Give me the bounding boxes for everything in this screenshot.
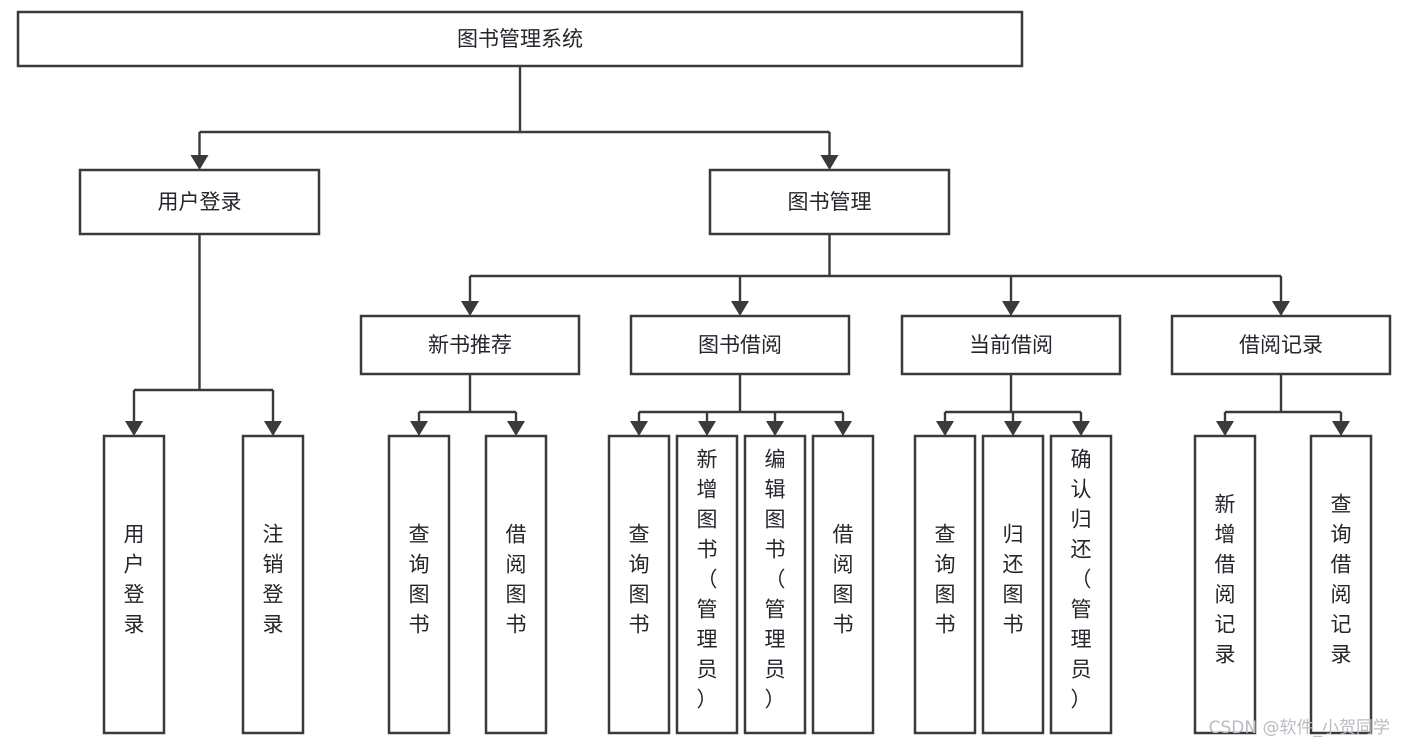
arrow-icon-confirm-return-admin <box>1072 421 1090 436</box>
node-user-login-action[interactable]: 用户登录 <box>102 434 166 735</box>
arrow-icon-return-book <box>1004 421 1022 436</box>
arrow-icon-borrow-book-recommend <box>507 421 525 436</box>
node-box-borrow-book-recommend[interactable] <box>484 434 548 735</box>
node-label-book-borrow: 图书借阅 <box>698 333 782 357</box>
arrow-icon-new-book-recommend <box>461 301 479 316</box>
node-add-borrow-record[interactable]: 新增借阅记录 <box>1193 434 1257 735</box>
node-box-book-management[interactable] <box>708 168 951 236</box>
node-label-borrow-book-action: 借阅图书 <box>833 523 854 637</box>
node-user-logout-action[interactable]: 注销登录 <box>241 434 305 735</box>
node-box-add-borrow-record[interactable] <box>1193 434 1257 735</box>
arrow-icon-user-logout-action <box>264 421 282 436</box>
connector-layer <box>125 66 1350 436</box>
arrow-icon-current-borrow <box>1002 301 1020 316</box>
node-edit-book-admin[interactable]: 编辑图书（管理员） <box>743 434 807 735</box>
node-box-query-book-recommend[interactable] <box>387 434 451 735</box>
node-label-new-book-recommend: 新书推荐 <box>428 333 512 357</box>
node-label-user-login: 用户登录 <box>158 190 242 214</box>
arrow-icon-edit-book-admin <box>766 421 784 436</box>
arrow-icon-borrow-book-action <box>834 421 852 436</box>
csdn-watermark: CSDN @软件_小贺同学 <box>1209 718 1390 738</box>
node-box-borrow-records[interactable] <box>1170 314 1392 376</box>
node-box-new-book-recommend[interactable] <box>359 314 581 376</box>
arrow-icon-add-borrow-record <box>1216 421 1234 436</box>
node-box-edit-book-admin[interactable] <box>743 434 807 735</box>
arrow-icon-query-book-borrow <box>630 421 648 436</box>
node-box-user-login[interactable] <box>78 168 321 236</box>
node-label-borrow-book-recommend: 借阅图书 <box>506 523 527 637</box>
node-box-book-borrow[interactable] <box>629 314 851 376</box>
node-return-book[interactable]: 归还图书 <box>981 434 1045 735</box>
node-add-book-admin[interactable]: 新增图书（管理员） <box>675 434 739 735</box>
node-borrow-records[interactable]: 借阅记录 <box>1170 314 1392 376</box>
node-box-current-borrow[interactable] <box>900 314 1122 376</box>
node-label-current-borrow: 当前借阅 <box>969 333 1053 357</box>
node-box-confirm-return-admin[interactable] <box>1049 434 1113 735</box>
node-box-borrow-book-action[interactable] <box>811 434 875 735</box>
node-label-query-borrow-record: 查询借阅记录 <box>1331 493 1352 667</box>
node-layer: 图书管理系统用户登录用户登录注销登录图书管理新书推荐查询图书借阅图书图书借阅查询… <box>16 10 1392 735</box>
node-borrow-book-recommend[interactable]: 借阅图书 <box>484 434 548 735</box>
node-label-root: 图书管理系统 <box>457 27 583 51</box>
node-label-return-book: 归还图书 <box>1003 523 1024 637</box>
node-book-borrow[interactable]: 图书借阅 <box>629 314 851 376</box>
node-label-query-book-current: 查询图书 <box>935 523 956 637</box>
node-borrow-book-action[interactable]: 借阅图书 <box>811 434 875 735</box>
node-label-add-book-admin: 新增图书（管理员） <box>697 448 718 712</box>
node-box-query-book-borrow[interactable] <box>607 434 671 735</box>
arrow-icon-user-login-action <box>125 421 143 436</box>
node-user-login[interactable]: 用户登录 <box>78 168 321 236</box>
node-label-book-management: 图书管理 <box>788 190 872 214</box>
node-root[interactable]: 图书管理系统 <box>16 10 1024 68</box>
node-box-add-book-admin[interactable] <box>675 434 739 735</box>
arrow-icon-book-borrow <box>731 301 749 316</box>
arrow-icon-query-book-recommend <box>410 421 428 436</box>
node-confirm-return-admin[interactable]: 确认归还（管理员） <box>1049 434 1113 735</box>
node-box-root[interactable] <box>16 10 1024 68</box>
node-label-confirm-return-admin: 确认归还（管理员） <box>1071 448 1092 712</box>
arrow-icon-borrow-records <box>1272 301 1290 316</box>
node-new-book-recommend[interactable]: 新书推荐 <box>359 314 581 376</box>
node-book-management[interactable]: 图书管理 <box>708 168 951 236</box>
node-label-query-book-borrow: 查询图书 <box>629 523 650 637</box>
arrow-icon-add-book-admin <box>698 421 716 436</box>
node-label-borrow-records: 借阅记录 <box>1239 333 1323 357</box>
arrow-icon-query-borrow-record <box>1332 421 1350 436</box>
node-current-borrow[interactable]: 当前借阅 <box>900 314 1122 376</box>
node-query-borrow-record[interactable]: 查询借阅记录 <box>1309 434 1373 735</box>
arrow-icon-user-login <box>190 155 209 170</box>
node-box-user-login-action[interactable] <box>102 434 166 735</box>
node-label-query-book-recommend: 查询图书 <box>409 523 430 637</box>
node-box-user-logout-action[interactable] <box>241 434 305 735</box>
node-box-query-book-current[interactable] <box>913 434 977 735</box>
node-query-book-borrow[interactable]: 查询图书 <box>607 434 671 735</box>
arrow-icon-book-management <box>820 155 839 170</box>
node-query-book-recommend[interactable]: 查询图书 <box>387 434 451 735</box>
node-label-add-borrow-record: 新增借阅记录 <box>1215 493 1236 667</box>
node-label-user-logout-action: 注销登录 <box>263 523 284 637</box>
node-box-return-book[interactable] <box>981 434 1045 735</box>
node-label-user-login-action: 用户登录 <box>124 523 145 637</box>
node-label-edit-book-admin: 编辑图书（管理员） <box>765 448 786 712</box>
node-box-query-borrow-record[interactable] <box>1309 434 1373 735</box>
node-query-book-current[interactable]: 查询图书 <box>913 434 977 735</box>
arrow-icon-query-book-current <box>936 421 954 436</box>
